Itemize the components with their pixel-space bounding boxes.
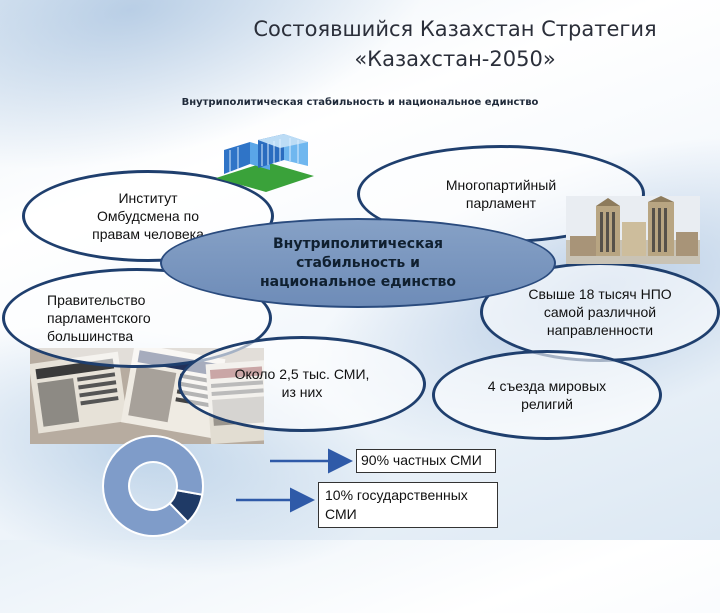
modern-office-building-icon [210, 128, 320, 194]
central-topic-label: Внутриполитическая стабильность и национ… [260, 235, 456, 292]
node-parliament-label: Многопартийный парламент [446, 176, 556, 212]
node-media: Около 2,5 тыс. СМИ, из них [178, 336, 426, 432]
node-government-label: Правительство парламентского большинства [47, 291, 151, 345]
private-media-label: 90% частных СМИ [356, 449, 496, 473]
slide-subtitle: Внутриполитическая стабильность и национ… [150, 97, 570, 108]
central-topic: Внутриполитическая стабильность и национ… [160, 218, 556, 308]
parliament-building-icon [566, 196, 700, 264]
media-ownership-donut [98, 432, 208, 540]
slide-title: Состоявшийся Казахстан Стратегия «Казахс… [220, 14, 690, 74]
node-ngo-label: Свыше 18 тысяч НПО самой различной напра… [528, 285, 671, 339]
state-media-label: 10% государственных СМИ [318, 482, 498, 528]
node-media-label: Около 2,5 тыс. СМИ, из них [235, 365, 370, 401]
node-religions-label: 4 съезда мировых религий [488, 377, 606, 413]
donut-slice-private [103, 436, 203, 536]
node-ombudsman-label: Институт Омбудсмена по правам человека [92, 189, 204, 243]
node-religions: 4 съезда мировых религий [432, 350, 662, 440]
